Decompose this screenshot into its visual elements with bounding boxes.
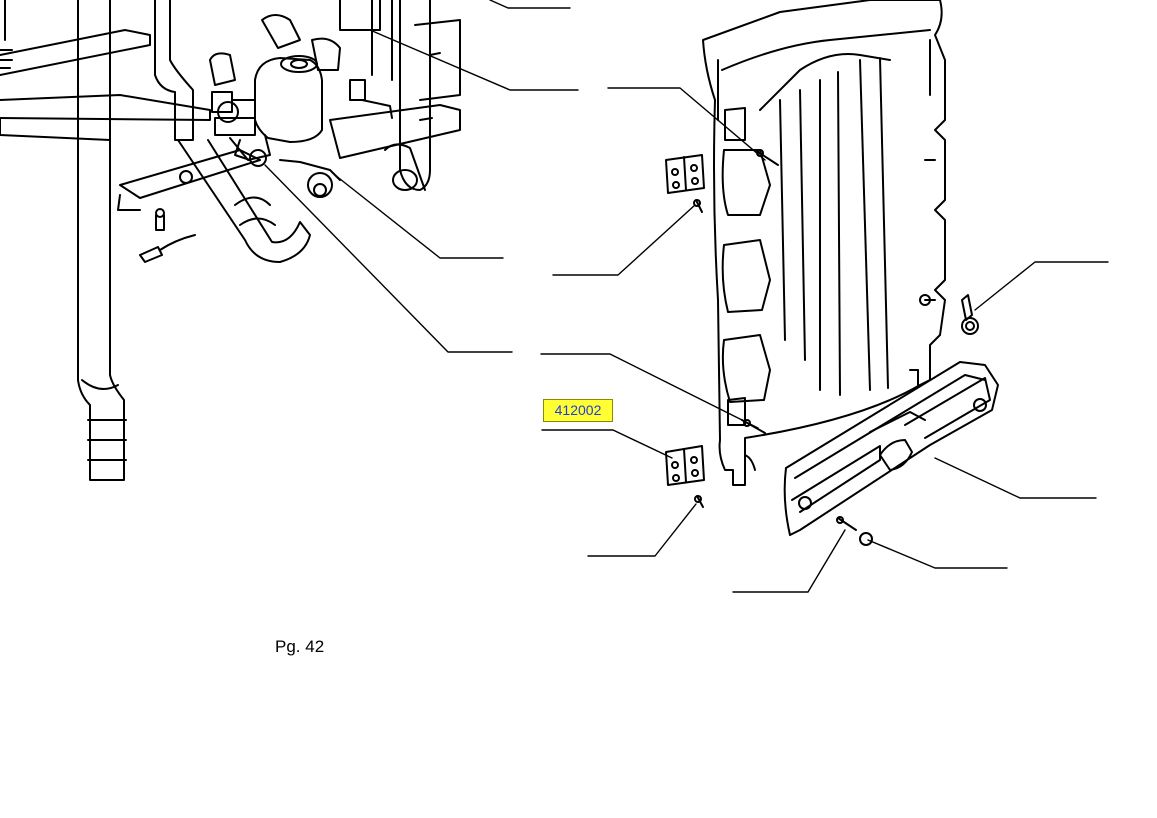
- part-number-callout[interactable]: 412002: [543, 399, 613, 422]
- page-number: Pg. 42: [275, 637, 325, 656]
- frame-plumbing-assembly: [0, 0, 461, 481]
- leader-lines: [264, 0, 1109, 593]
- hinges-hardware: [665, 149, 979, 546]
- lower-trim-piece: [783, 361, 999, 536]
- front-cover-panel: [702, 0, 946, 486]
